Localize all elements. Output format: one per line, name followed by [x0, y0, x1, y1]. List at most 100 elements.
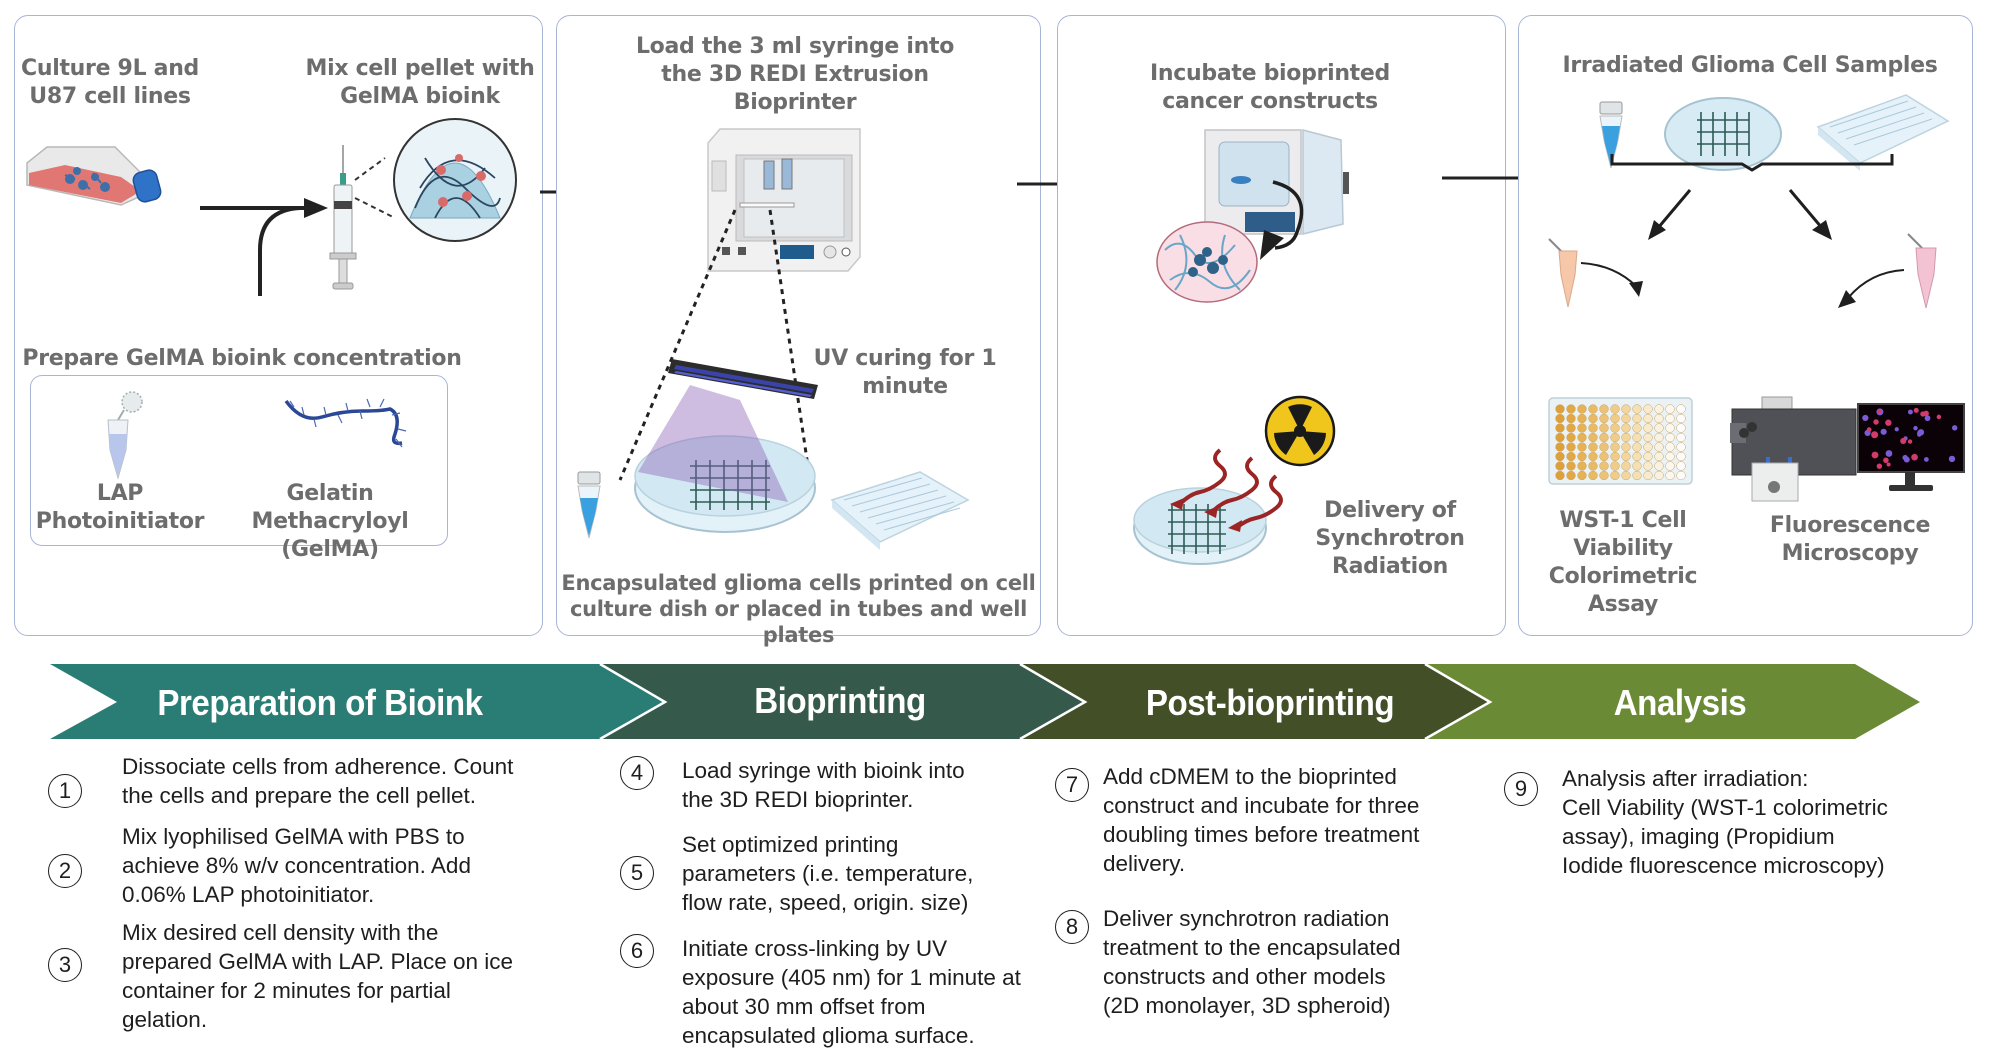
fluorescent-cell [1885, 419, 1892, 426]
label-load-syringe: Load the 3 ml syringe into the 3D REDI E… [635, 34, 955, 115]
well [1555, 404, 1565, 414]
irradiated-petri-dish-icon [1664, 97, 1782, 171]
well [1676, 413, 1686, 424]
step-text: Set optimized printing parameters (i.e. … [682, 832, 974, 915]
well [1588, 413, 1598, 424]
fluorescent-cell [1876, 463, 1883, 469]
well [1632, 442, 1642, 452]
sample-tube-icon [577, 471, 601, 539]
well [1610, 404, 1620, 414]
well [1566, 461, 1576, 471]
label-delivery-synchrotron: Delivery of Synchrotron Radiation [1315, 498, 1465, 579]
well [1599, 442, 1609, 452]
label-mix-cell-pellet: Mix cell pellet with GelMA bioink [305, 56, 535, 109]
well [1555, 451, 1565, 462]
well [1654, 451, 1664, 462]
label-fluorescence-microscopy: Fluorescence Microscopy [1769, 513, 1931, 566]
well [1577, 423, 1587, 433]
cell-construct-zoom-icon [1156, 221, 1258, 303]
fluorescent-cell [1907, 409, 1913, 415]
well [1599, 461, 1609, 471]
step-text: Analysis after irradiation: Cell Viabili… [1562, 766, 1888, 878]
well [1610, 442, 1620, 452]
stage-label-post-bioprinting: Post-bioprinting [1145, 682, 1395, 723]
fluorescent-cell [1903, 456, 1910, 463]
well [1676, 432, 1686, 443]
well [1676, 423, 1686, 433]
well [1577, 442, 1587, 452]
well [1621, 413, 1631, 424]
label-incubate-constructs: Incubate bioprinted cancer constructs [1150, 61, 1390, 114]
well [1588, 442, 1598, 452]
well [1577, 451, 1587, 462]
well [1654, 423, 1664, 433]
well [1665, 404, 1675, 414]
well [1566, 442, 1576, 452]
well [1577, 432, 1587, 443]
well [1676, 451, 1686, 462]
step-text: Mix desired cell density with the prepar… [122, 920, 514, 1032]
well [1643, 423, 1653, 433]
panel-bioprinting [556, 15, 1041, 636]
stage-label-bioprinting: Bioprinting [754, 680, 926, 721]
well [1566, 470, 1576, 481]
label-culture-cell-lines: Culture 9L and U87 cell lines [21, 56, 199, 109]
step-text: Dissociate cells from adherence. Count t… [122, 754, 514, 808]
fluorescence-microscope-icon [1730, 396, 1857, 502]
well [1676, 442, 1686, 452]
well [1610, 461, 1620, 471]
stage-label-analysis: Analysis [1613, 682, 1747, 723]
well [1599, 470, 1609, 481]
fluorescent-cell [1913, 425, 1918, 431]
well [1566, 413, 1576, 424]
label-gelatin-methacryloyl: Gelatin Methacryloyl (GelMA) [251, 481, 409, 562]
wst1-reagent-tube-icon [1548, 238, 1643, 308]
fluorescent-cell [1917, 432, 1922, 437]
well [1555, 423, 1565, 433]
well [1588, 423, 1598, 433]
fluorescent-cell [1948, 455, 1956, 463]
well [1643, 451, 1653, 462]
well [1599, 423, 1609, 433]
well [1555, 413, 1565, 424]
step-number-badge: 4 [620, 756, 654, 790]
step-text: Add cDMEM to the bioprinted construct an… [1103, 764, 1420, 876]
label-irradiated-samples: Irradiated Glioma Cell Samples [1562, 53, 1938, 78]
lap-photoinitiator-tube-icon [107, 391, 143, 480]
fluorescent-cell [1920, 411, 1926, 417]
well [1621, 423, 1631, 433]
fluorescent-cell [1862, 414, 1869, 422]
well [1665, 413, 1675, 424]
well [1643, 432, 1653, 443]
well [1566, 404, 1576, 414]
gelma-components-box [30, 375, 448, 546]
bioprinter-icon [707, 128, 861, 272]
well [1665, 451, 1675, 462]
well [1676, 470, 1686, 481]
label-encapsulated-glioma: Encapsulated glioma cells printed on cel… [561, 571, 1036, 647]
well [1621, 470, 1631, 481]
syringe-icon [329, 145, 357, 290]
fluorescent-cell [1900, 437, 1907, 444]
label-wst1-assay: WST-1 Cell Viability Colorimetric Assay [1548, 508, 1698, 617]
well [1643, 470, 1653, 481]
step-number-badge: 2 [48, 854, 82, 888]
analysis-split-arrows-icon [1648, 189, 1832, 240]
uv-curing-petri-dish-icon [634, 385, 816, 533]
well [1665, 423, 1675, 433]
well [1577, 470, 1587, 481]
fluorescent-cell [1886, 462, 1891, 467]
irradiated-well-plate-icon [1816, 94, 1950, 171]
synchrotron-radiation-dish-icon [1133, 448, 1283, 565]
fluorescent-cell [1883, 457, 1889, 464]
uv-lamp-icon [668, 359, 818, 399]
step-number-badge: 1 [48, 774, 82, 808]
incubator-icon [1204, 129, 1349, 250]
well [1632, 413, 1642, 424]
well [1643, 442, 1653, 452]
well [1566, 432, 1576, 443]
step-number-badge: 9 [1504, 772, 1538, 806]
fluorescence-monitor-icon [1857, 403, 1965, 491]
well [1643, 404, 1653, 414]
well [1621, 451, 1631, 462]
